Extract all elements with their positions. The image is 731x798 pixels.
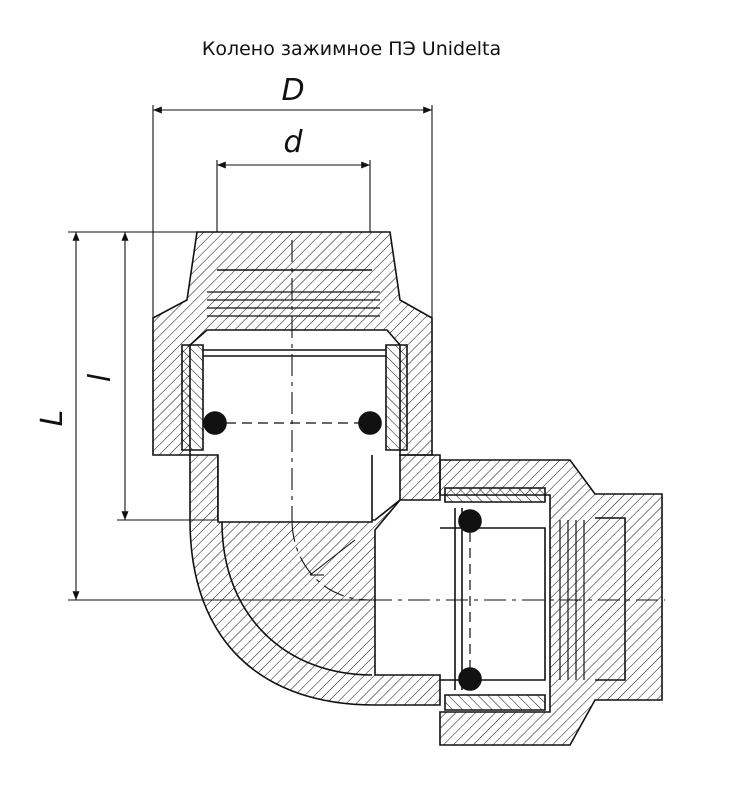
- top-clamp-nut: [152, 231, 433, 456]
- elbow-body: [189, 454, 441, 706]
- centerlines: [291, 240, 665, 601]
- top-clamp-ring: [181, 344, 408, 451]
- dimension-label-L: L: [35, 410, 70, 427]
- dimension-lines: [68, 105, 433, 601]
- top-o-ring: [203, 411, 382, 435]
- right-o-ring: [458, 509, 482, 691]
- dimension-label-l: l: [83, 373, 118, 382]
- dimension-label-D: D: [281, 73, 304, 108]
- dimension-label-d: d: [283, 125, 303, 160]
- diagram-title: Колено зажимное ПЭ Unidelta: [201, 38, 502, 60]
- right-clamp-ring: [440, 487, 546, 711]
